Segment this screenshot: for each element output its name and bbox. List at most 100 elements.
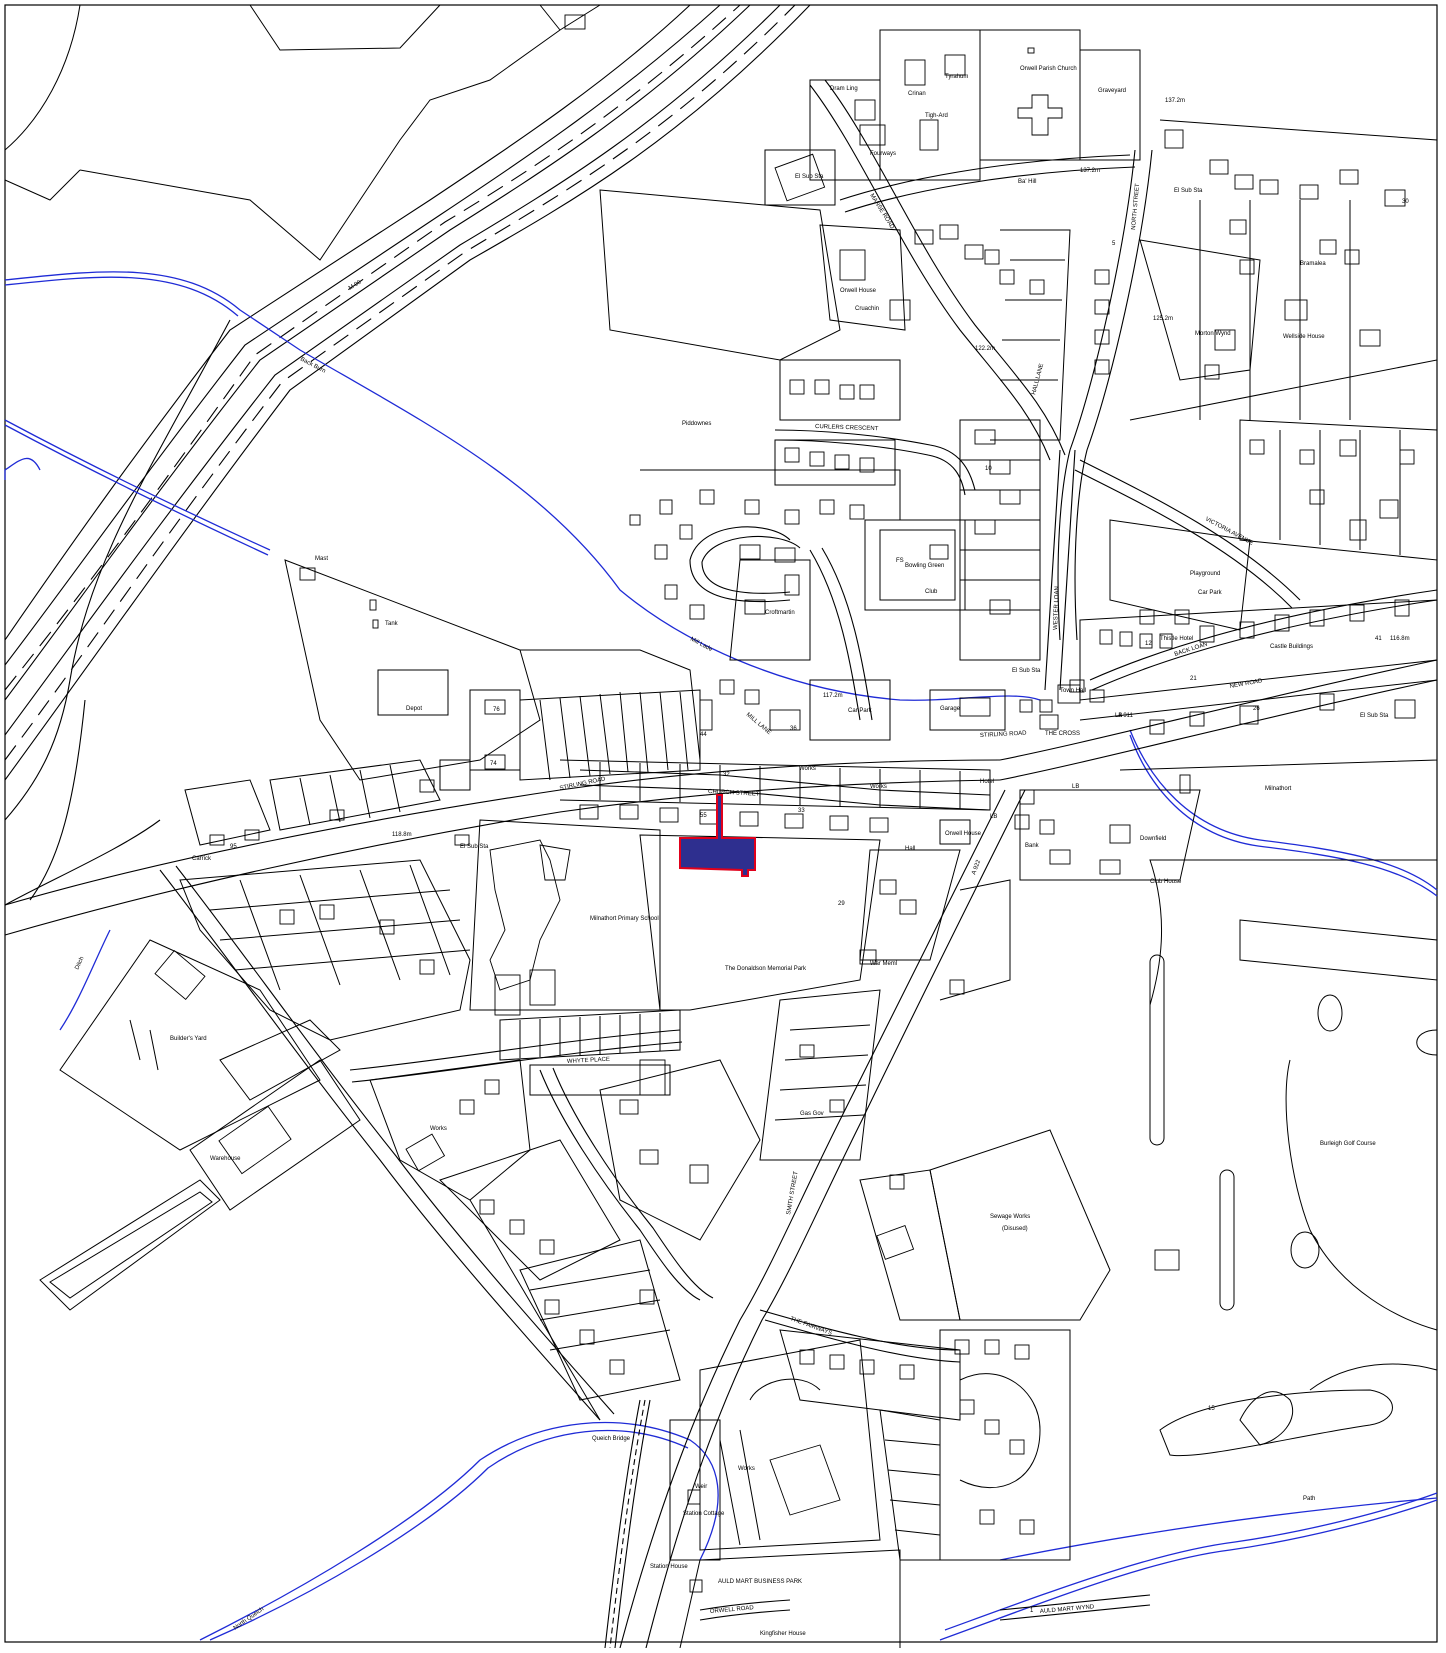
label-warehouse: Warehouse [210,1156,241,1162]
label-orwell-road: ORWELL ROAD [710,1605,755,1615]
map-labels: Orwell Parish Church Graveyard Tyrahum D… [74,66,1409,1637]
main-roads [4,79,1438,1649]
label-house-number-29: 29 [838,901,845,907]
label-sewage-works: Sewage Works [990,1214,1030,1220]
label-lb-3: LB [1072,784,1079,790]
label-downfield: Downfield [1140,836,1166,842]
label-fourways: Fourways [870,151,896,157]
label-hotel: Hotel [980,779,994,785]
label-house-number-55: 55 [700,813,707,819]
label-stirling-road-east: STIRLING ROAD [980,731,1028,739]
label-tigh-ard: Tigh-Ard [925,113,948,119]
label-bowling-green: Bowling Green [905,563,944,569]
label-morton-wynd: Morton Wynd [1195,331,1231,337]
label-spot-height-4: 122.2m [975,346,995,352]
label-spot-height-1: 137.2m [1165,98,1185,104]
label-works-1: Works [799,766,816,772]
label-wellside-house: Wellside House [1283,334,1325,340]
label-carrick: Carrick [192,856,212,862]
label-auld-mart-business-park: AULD MART BUSINESS PARK [718,1579,802,1585]
label-bank: Bank [1025,843,1040,849]
field-boundaries-northwest [4,4,601,261]
label-lb-2: LB [990,814,997,820]
label-milnathort-primary-school: Milnathort Primary School [590,916,659,922]
label-mill-lane: MILL LANE [745,712,772,736]
label-cruachin: Cruachin [855,306,879,312]
label-builders-yard: Builder's Yard [170,1036,207,1042]
label-tyrahum: Tyrahum [945,74,968,80]
label-the-cross: THE CROSS [1045,731,1080,737]
label-spot-height-6: 116.8m [1390,636,1410,642]
label-house-number-5: 5 [1112,241,1116,247]
label-war-meml: War Meml [870,961,897,967]
label-station-cottage: Station Cottage [683,1511,725,1517]
label-house-number-44: 44 [700,732,707,738]
label-graveyard: Graveyard [1098,88,1126,94]
application-site [679,794,756,877]
label-hall-lane: HALL LANE [1031,363,1045,396]
label-new-road: NEW ROAD [1229,678,1263,690]
label-el-sub-sta-east: El Sub Sta [1360,713,1389,719]
label-thistle-hotel: Thistle Hotel [1160,636,1193,642]
label-hall: Hall [905,846,915,852]
parcels-and-buildings [39,29,1438,1649]
label-el-sub-sta-mid: El Sub Sta [1012,668,1041,674]
label-el-sub-sta-ne: El Sub Sta [1174,188,1203,194]
label-north-queich: North Queich [233,1606,265,1631]
label-house-number-1: 1 [1030,1608,1034,1614]
label-orwell-house-north: Orwell House [840,288,877,294]
label-depot: Depot [406,706,422,712]
label-disused: (Disused) [1002,1226,1028,1232]
label-burleigh-golf-course: Burleigh Golf Course [1320,1141,1376,1147]
label-house-number-76: 76 [493,707,500,713]
label-lb-1: LB [1115,713,1122,719]
label-a911: A 911 [1118,713,1134,719]
map-border [4,4,1438,1643]
label-gas-gov: Gas Gov [800,1111,824,1117]
label-garage: Garage [940,706,961,712]
label-orwell-house-south: Orwell House [945,831,982,837]
label-works-3: Works [430,1126,447,1132]
label-bramalea: Bramalea [1300,261,1326,267]
label-donaldson-memorial-park: The Donaldson Memorial Park [725,966,807,972]
label-mill-lade: Mill Lade [689,636,714,653]
label-fs: FS [896,558,904,564]
label-works-2: Works [870,784,887,790]
watercourses [4,271,1438,1641]
label-house-number-26: 26 [1253,706,1260,712]
label-tank: Tank [385,621,399,627]
label-house-number-33: 33 [798,808,805,814]
label-curlers-crescent: CURLERS CRESCENT [815,424,879,432]
label-station-house: Station House [650,1564,688,1570]
label-croftmartin: Croftmartin [765,610,795,616]
label-club: Club [925,589,938,595]
label-house-number-30: 30 [1402,199,1409,205]
label-kingfisher-house: Kingfisher House [760,1631,806,1637]
label-club-house: Club House [1150,879,1182,885]
label-works-4: Works [738,1466,755,1472]
label-piddownes: Piddownes [682,421,711,427]
motorway-m90 [4,4,811,906]
label-house-number-10: 10 [985,466,992,472]
label-weir: Weir [695,1484,707,1490]
label-house-number-21: 21 [1190,676,1197,682]
label-spot-height-3: 125.2m [1153,316,1173,322]
label-orwell-parish-church: Orwell Parish Church [1020,66,1077,72]
label-queich-bridge: Queich Bridge [592,1436,631,1442]
label-house-number-74: 74 [490,761,497,767]
label-wester-loan: WESTER LOAN [1053,586,1061,630]
label-town-hall: Town Hall [1060,688,1086,694]
label-whyte-place: WHYTE PLACE [567,1057,610,1065]
label-house-number-95: 95 [230,844,237,850]
label-milnathort: Milnathort [1265,786,1292,792]
label-castle-buildings: Castle Buildings [1270,644,1313,650]
label-a922: A 922 [971,859,982,876]
label-house-number-41: 41 [1375,636,1382,642]
label-mast: Mast [315,556,328,562]
label-house-number-36: 36 [790,726,797,732]
label-spot-height-7: 118.8m [392,832,412,838]
label-path: Path [1303,1496,1315,1502]
label-church-street: CHURCH STREET [708,789,760,798]
